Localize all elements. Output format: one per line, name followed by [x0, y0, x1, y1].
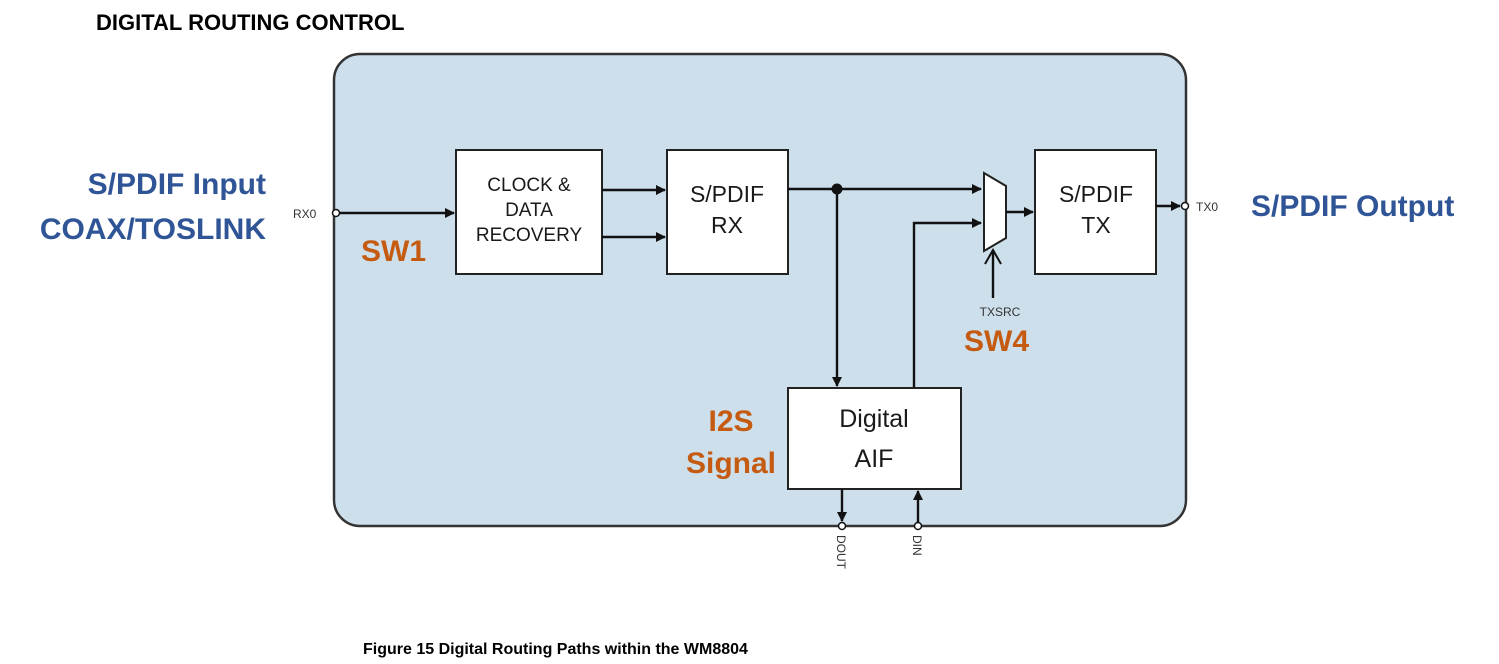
- figure-caption: Figure 15 Digital Routing Paths within t…: [363, 641, 748, 658]
- txsrc-arrowhead: [984, 247, 1002, 265]
- i2s-annotation-line1: I2S: [708, 405, 753, 438]
- tx0-pin: [1180, 201, 1190, 211]
- input-annotation-line2: COAX/TOSLINK: [40, 213, 266, 246]
- spdif-rx-block: S/PDIF RX: [666, 149, 789, 275]
- svg-text:S/PDIF: S/PDIF: [690, 181, 764, 207]
- dout-pin: [837, 521, 847, 531]
- rx0-label: RX0: [293, 207, 317, 221]
- din-pin: [913, 521, 923, 531]
- dout-label: DOUT: [834, 535, 848, 570]
- din-label: DIN: [910, 535, 924, 556]
- sw1-annotation: SW1: [361, 235, 426, 268]
- svg-text:S/PDIF: S/PDIF: [1059, 181, 1133, 207]
- svg-text:DATA: DATA: [505, 200, 553, 221]
- sw4-annotation: SW4: [964, 325, 1029, 358]
- spdif-tx-block: S/PDIF TX: [1034, 149, 1157, 275]
- svg-text:TX: TX: [1081, 212, 1110, 238]
- diagram-title: DIGITAL ROUTING CONTROL: [96, 10, 404, 35]
- digital-aif-block: Digital AIF: [787, 387, 962, 490]
- output-annotation: S/PDIF Output: [1251, 190, 1454, 223]
- clock-data-recovery-block: CLOCK & DATA RECOVERY: [455, 149, 603, 275]
- i2s-annotation-line2: Signal: [686, 447, 776, 480]
- txsrc-mux: [983, 171, 1007, 253]
- svg-text:RECOVERY: RECOVERY: [476, 225, 583, 246]
- aif-to-mux-wire: [912, 218, 982, 388]
- tx0-label: TX0: [1196, 200, 1218, 214]
- txsrc-label: TXSRC: [980, 305, 1021, 319]
- svg-text:RX: RX: [711, 212, 743, 238]
- input-annotation-line1: S/PDIF Input: [88, 168, 266, 201]
- rx0-pin: [331, 208, 341, 218]
- svg-text:Digital: Digital: [839, 405, 908, 433]
- svg-text:CLOCK &: CLOCK &: [487, 175, 571, 196]
- svg-text:AIF: AIF: [855, 445, 894, 473]
